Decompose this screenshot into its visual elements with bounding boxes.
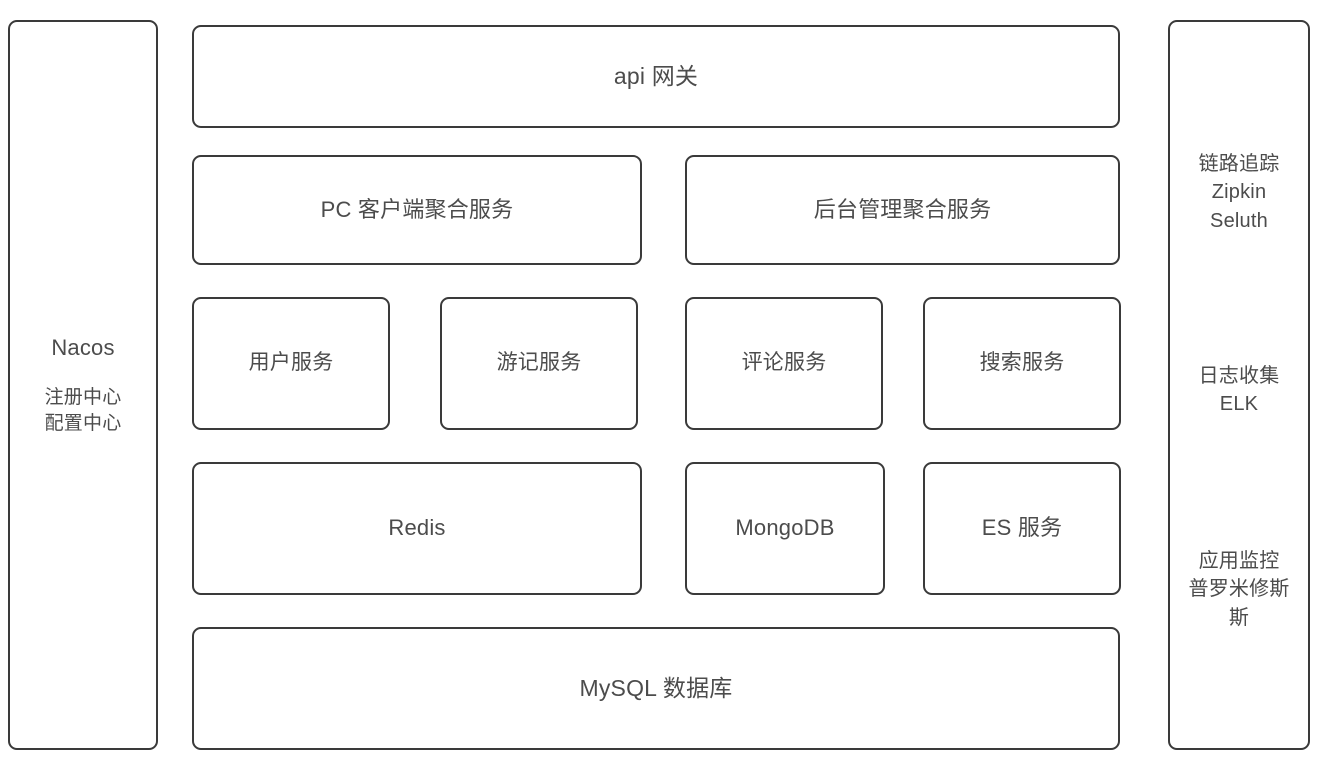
comment-service-node: 评论服务 [685, 297, 883, 430]
nacos-title: Nacos [51, 334, 115, 360]
logging-block: 日志收集 ELK [1198, 365, 1280, 416]
admin-aggregation-label: 后台管理聚合服务 [813, 196, 992, 222]
mongodb-node: MongoDB [685, 462, 885, 595]
mongodb-label: MongoDB [735, 515, 835, 541]
travel-note-service-label: 游记服务 [496, 351, 582, 375]
travel-note-service-node: 游记服务 [440, 297, 638, 430]
mysql-database-label: MySQL 数据库 [579, 674, 733, 701]
api-gateway-label: api 网关 [613, 62, 699, 89]
search-service-label: 搜索服务 [979, 351, 1065, 375]
search-service-node: 搜索服务 [923, 297, 1121, 430]
pc-client-aggregation-label: PC 客户端聚合服务 [320, 196, 514, 222]
monitoring-block: 应用监控 普罗米修斯 斯 [1188, 550, 1290, 629]
es-service-label: ES 服务 [981, 515, 1063, 541]
admin-aggregation-node: 后台管理聚合服务 [685, 155, 1120, 265]
observability-panel: 链路追踪 Zipkin Seluth 日志收集 ELK 应用监控 普罗米修斯 斯 [1168, 20, 1310, 750]
nacos-functions: 注册中心 配置中心 [44, 386, 122, 435]
redis-node: Redis [192, 462, 642, 595]
user-service-label: 用户服务 [248, 351, 334, 375]
tracing-block: 链路追踪 Zipkin Seluth [1198, 153, 1280, 232]
redis-label: Redis [388, 515, 446, 541]
nacos-registry-panel: Nacos 注册中心 配置中心 [8, 20, 158, 750]
es-service-node: ES 服务 [923, 462, 1121, 595]
user-service-node: 用户服务 [192, 297, 390, 430]
pc-client-aggregation-node: PC 客户端聚合服务 [192, 155, 642, 265]
api-gateway-node: api 网关 [192, 25, 1120, 128]
mysql-database-node: MySQL 数据库 [192, 627, 1120, 750]
comment-service-label: 评论服务 [741, 351, 827, 375]
